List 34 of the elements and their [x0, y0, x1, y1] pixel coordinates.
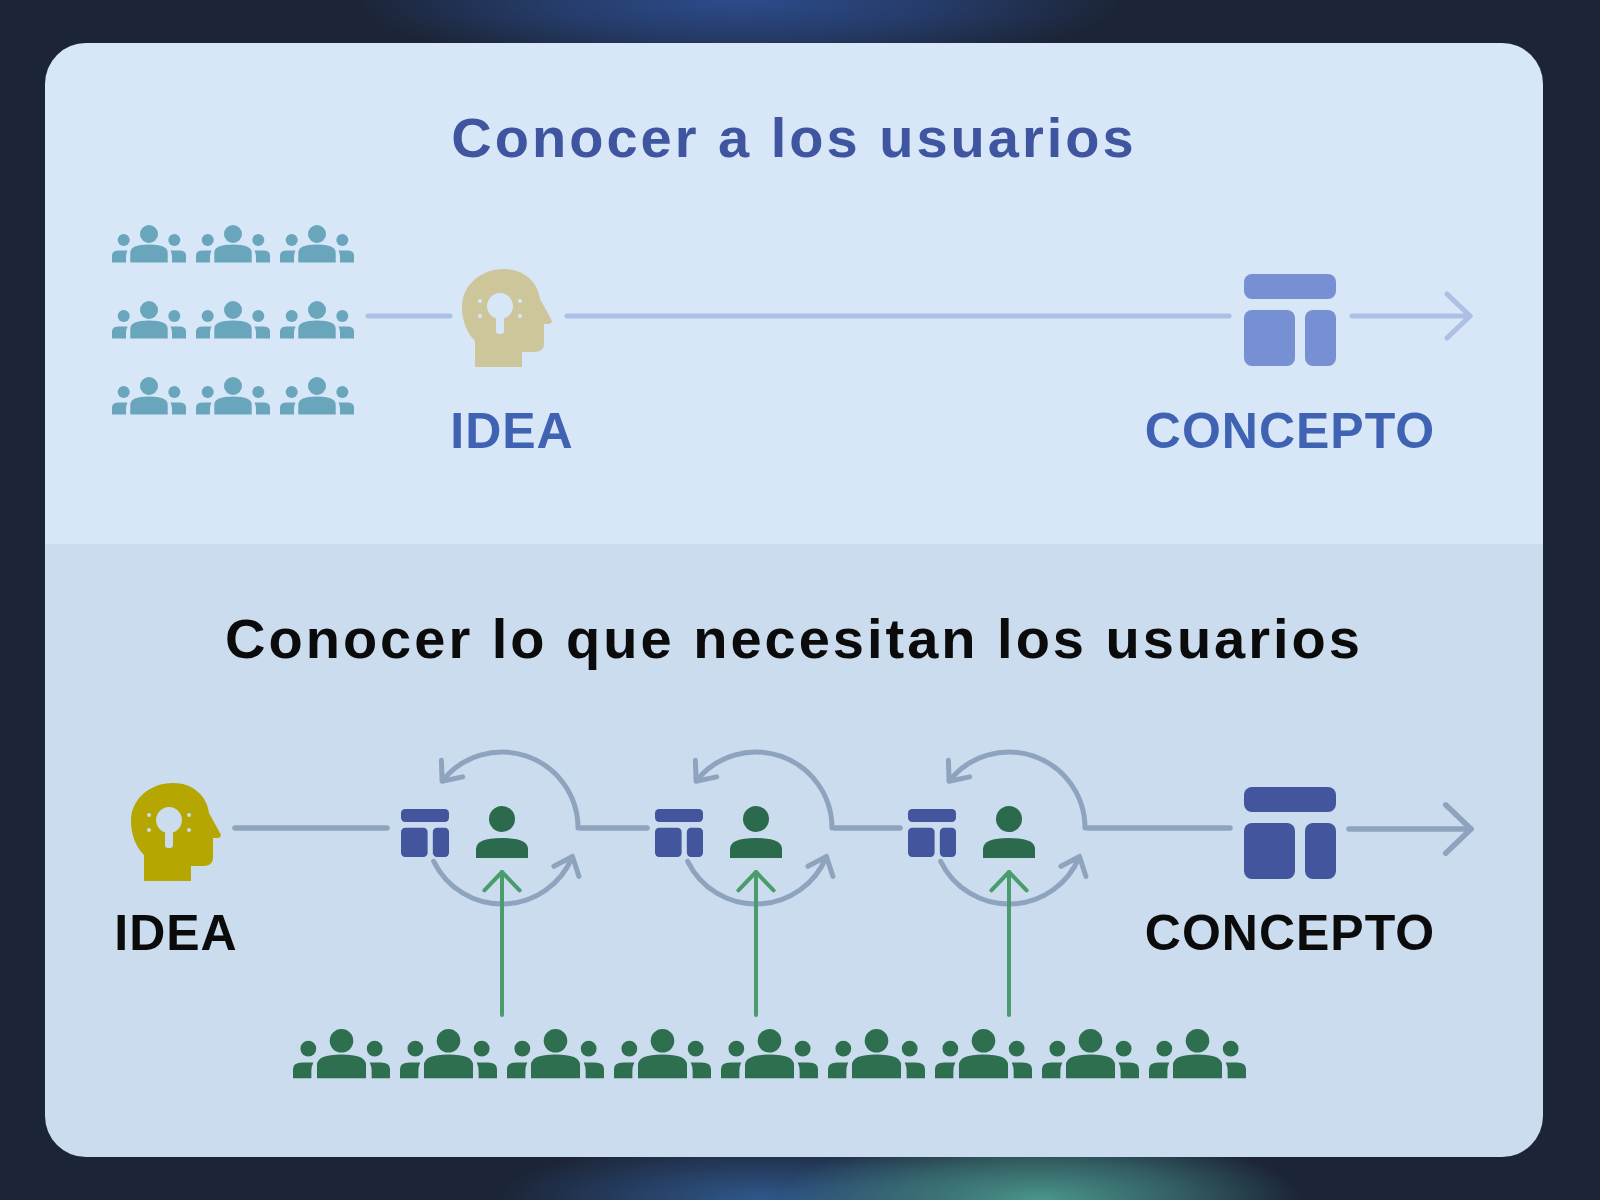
crowd-icon: [112, 225, 354, 415]
section-panel: [45, 43, 1543, 544]
arrow: [482, 870, 522, 1017]
person-icon: [476, 806, 528, 858]
connector-line: [365, 313, 453, 319]
person-icon: [983, 806, 1035, 858]
section-heading: Conocer lo que necesitan los usuarios: [225, 607, 1363, 672]
cycle-arrows-icon: [431, 749, 581, 907]
icon-caption: CONCEPTO: [1144, 905, 1436, 963]
cycle-arrows-icon: [685, 749, 835, 907]
connector-line: [578, 825, 650, 831]
connector-line: [832, 825, 903, 831]
layout-icon: [655, 809, 703, 857]
layout-icon: [1244, 274, 1336, 366]
layout-icon: [401, 809, 449, 857]
connector-line: [232, 825, 390, 831]
head-lightbulb-icon: [131, 783, 221, 881]
head-lightbulb-icon: [462, 269, 552, 367]
layout-icon: [908, 809, 956, 857]
arrow: [1349, 291, 1473, 341]
crowd-icon: [293, 1029, 1246, 1079]
arrow: [1346, 802, 1474, 856]
arrow: [989, 870, 1029, 1017]
cycle-arrows-icon: [938, 749, 1088, 907]
connector-line: [564, 313, 1232, 319]
icon-caption: IDEA: [114, 905, 238, 963]
section-heading: Conocer a los usuarios: [451, 106, 1137, 171]
icon-caption: IDEA: [450, 403, 574, 461]
person-icon: [730, 806, 782, 858]
layout-icon: [1244, 787, 1336, 879]
connector-line: [1085, 825, 1233, 831]
arrow: [736, 870, 776, 1017]
icon-caption: CONCEPTO: [1144, 403, 1436, 461]
section-panel: [45, 544, 1543, 1157]
